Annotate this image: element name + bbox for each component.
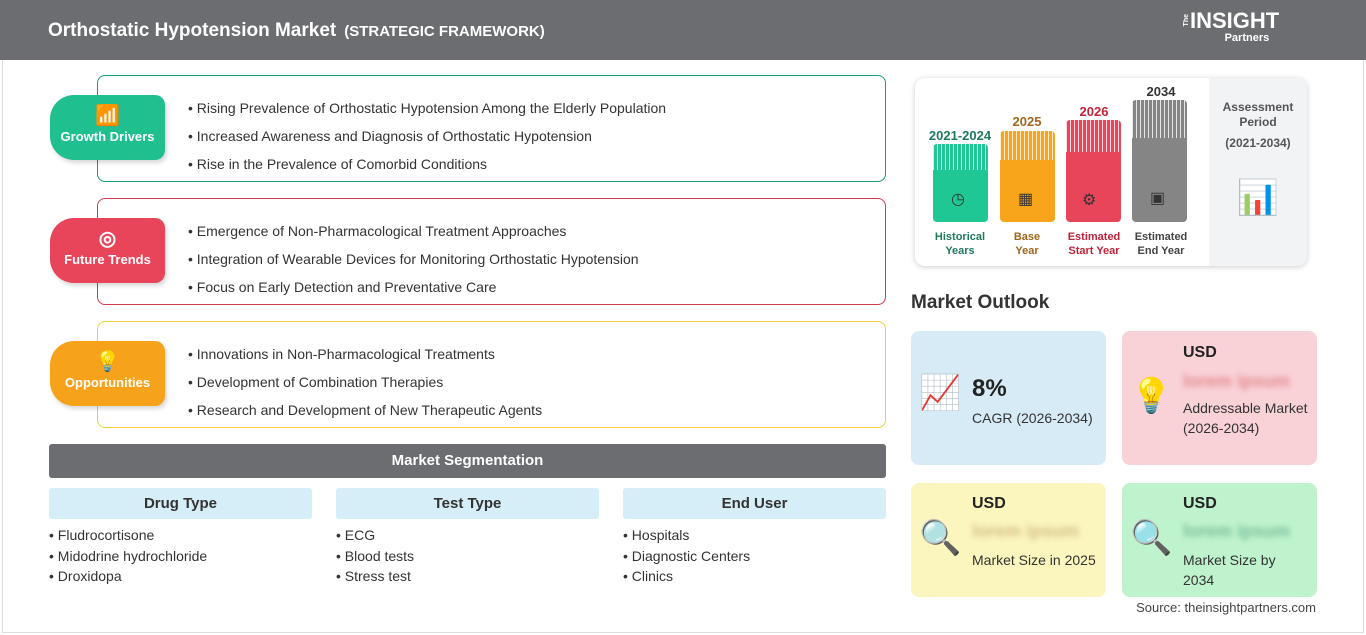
list-item: Clinics [623, 566, 886, 587]
segment-end-user: End User HospitalsDiagnostic CentersClin… [623, 488, 886, 587]
header-bar: Orthostatic Hypotension Market (STRATEGIC… [0, 0, 1366, 60]
growth-drivers-label: 📶 Growth Drivers [50, 95, 165, 160]
cagr-value: 8% [972, 375, 1007, 402]
growth-chart-icon: 📈 [919, 374, 962, 412]
opportunities-box: Innovations in Non-Pharmacological Treat… [97, 321, 886, 428]
magnifier-chart-icon: 🔍 [919, 519, 962, 557]
label-text: Future Trends [64, 252, 151, 267]
logo-sub: Partners [1224, 32, 1270, 44]
year-label: 2026 [1079, 104, 1109, 119]
market-size-2034-card: 🔍 USD lorem ipsum Market Size by 2034 [1122, 483, 1317, 597]
start-year-bar: ⚙ [1066, 120, 1121, 222]
list-item: Focus on Early Detection and Preventativ… [188, 273, 639, 301]
bar-label-line: Base [1013, 231, 1041, 243]
list-item: Increased Awareness and Diagnosis of Ort… [188, 122, 666, 150]
bar-label-line: Year [1015, 245, 1039, 257]
label-text: Growth Drivers [60, 129, 155, 144]
list-item: Droxidopa [49, 566, 312, 587]
label-text: Opportunities [64, 375, 151, 390]
content-frame [2, 60, 1364, 633]
end-year-bar: ▣ [1132, 100, 1187, 222]
segment-test-type: Test Type ECGBlood testsStress test [336, 488, 599, 587]
list-item: Diagnostic Centers [623, 546, 886, 567]
assessment-line: Assessment [1222, 100, 1294, 114]
card-desc: Addressable Market (2026-2034) [1183, 400, 1308, 436]
cagr-card: 📈 8% CAGR (2026-2034) [911, 331, 1106, 465]
bar-label-line: End Year [1137, 245, 1185, 257]
calendar-icon: ▦ [1018, 191, 1034, 208]
list-item: Development of Combination Therapies [188, 368, 542, 396]
year-label: 2034 [1146, 84, 1176, 99]
assessment-line: Period [1239, 115, 1277, 129]
historical-bar: ◷ [933, 144, 988, 222]
lightbulb-hand-icon: 💡 [95, 351, 120, 373]
monitor-gear-icon: ⚙ [1082, 192, 1097, 209]
market-outlook-title: Market Outlook [911, 292, 1050, 313]
opportunities-label: 💡 Opportunities [50, 341, 165, 406]
card-desc: Market Size by 2034 [1183, 552, 1276, 588]
list-item: Fludrocortisone [49, 525, 312, 546]
bar-label-line: Start Year [1068, 245, 1120, 257]
growth-drivers-box: Rising Prevalence of Orthostatic Hypoten… [97, 75, 886, 182]
base-year-bar: ▦ [1000, 131, 1055, 222]
source-text: Source: theinsightpartners.com [1136, 600, 1316, 615]
blurred-value: lorem ipsum [1183, 521, 1291, 541]
list-item: Research and Development of New Therapeu… [188, 396, 542, 424]
year-label: 2021-2024 [928, 128, 992, 143]
list-item: Hospitals [623, 525, 886, 546]
target-icon: ◎ [98, 228, 117, 250]
segment-title: Test Type [336, 488, 599, 519]
currency-label: USD [1183, 344, 1217, 361]
bar-label-line: Estimated [1134, 231, 1188, 243]
list-item: Emergence of Non-Pharmacological Treatme… [188, 217, 639, 245]
year-label: 2025 [1012, 114, 1042, 129]
magnifier-chart-icon: 🔍 [1130, 519, 1173, 557]
list-item: Stress test [336, 566, 599, 587]
growth-chart-icon: 📶 [95, 105, 120, 127]
segment-drug-type: Drug Type FludrocortisoneMidodrine hydro… [49, 488, 312, 587]
page-title: Orthostatic Hypotension Market (STRATEGIC… [48, 20, 545, 42]
analytics-illustration-icon: 📊 [1236, 179, 1280, 217]
segmentation-header: Market Segmentation [49, 444, 886, 478]
title-text: Orthostatic Hypotension Market [48, 20, 337, 41]
segment-title: Drug Type [49, 488, 312, 519]
bar-label-line: Historical [934, 231, 986, 243]
bar-label-line: Estimated [1067, 231, 1121, 243]
blurred-value: lorem ipsum [972, 521, 1080, 541]
future-trends-label: ◎ Future Trends [50, 218, 165, 283]
history-icon: ◷ [951, 191, 965, 208]
blurred-value: lorem ipsum [1183, 371, 1291, 391]
dollar-bulb-icon: 💡 [1130, 377, 1173, 415]
list-item: Blood tests [336, 546, 599, 567]
list-item: ECG [336, 525, 599, 546]
assessment-line: (2021-2034) [1225, 136, 1291, 150]
list-item: Rise in the Prevalence of Comorbid Condi… [188, 150, 666, 178]
logo-name: INSIGHT [1190, 8, 1280, 33]
currency-label: USD [1183, 495, 1217, 512]
card-desc: CAGR (2026-2034) [972, 410, 1093, 426]
addressable-market-card: 💡 USD lorem ipsum Addressable Market (20… [1122, 331, 1317, 465]
logo-the: The [1183, 14, 1190, 27]
segment-title: End User [623, 488, 886, 519]
bar-label-line: Years [945, 245, 975, 257]
future-trends-box: Emergence of Non-Pharmacological Treatme… [97, 198, 886, 305]
presentation-icon: ▣ [1150, 190, 1166, 207]
list-item: Integration of Wearable Devices for Moni… [188, 245, 639, 273]
currency-label: USD [972, 495, 1006, 512]
list-item: Midodrine hydrochloride [49, 546, 312, 567]
list-item: Rising Prevalence of Orthostatic Hypoten… [188, 94, 666, 122]
market-size-2025-card: 🔍 USD lorem ipsum Market Size in 2025 [911, 483, 1106, 597]
subtitle: (STRATEGIC FRAMEWORK) [344, 23, 545, 40]
card-desc: Market Size in 2025 [972, 552, 1096, 568]
list-item: Innovations in Non-Pharmacological Treat… [188, 340, 542, 368]
